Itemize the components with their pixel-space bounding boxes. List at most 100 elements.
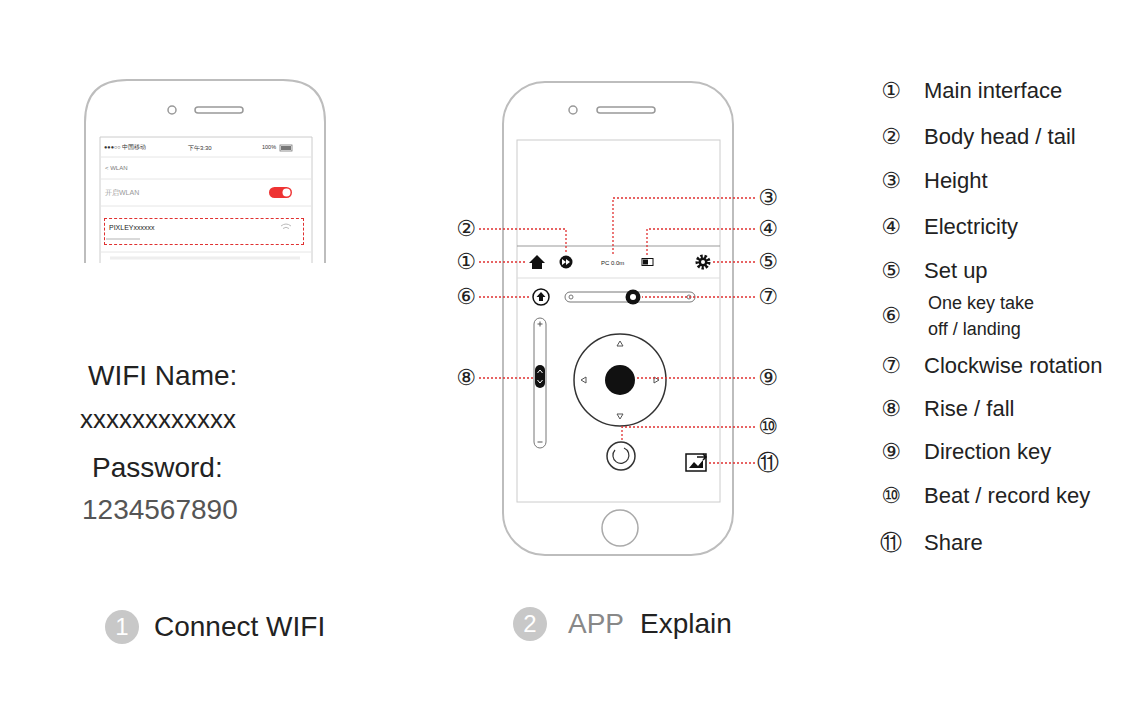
callout-number: ⑪ — [880, 532, 902, 554]
share-arrow — [697, 454, 706, 460]
divider-line — [101, 252, 311, 253]
rise-fall-knob — [535, 365, 545, 388]
leader-line — [709, 462, 755, 463]
wifi-value: xxxxxxxxxxxx — [80, 406, 236, 432]
callout-number: ⑥ — [456, 286, 476, 308]
step-number: 1 — [115, 615, 128, 639]
callout-number: ④ — [881, 216, 901, 238]
height-readout: PC 0.0m — [601, 260, 624, 266]
direction-knob — [605, 365, 635, 395]
leader-line — [622, 427, 755, 440]
takeoff-button — [533, 289, 549, 305]
status-text: 下午3:30 — [188, 145, 212, 151]
camera — [168, 106, 176, 114]
legend-text: Height — [924, 170, 988, 192]
network-name: PIXLEYxxxxxx — [109, 224, 299, 232]
legend-text: Rise / fall — [924, 398, 1014, 420]
wifi-value: 1234567890 — [82, 496, 238, 524]
legend-text: Share — [924, 532, 983, 554]
wifi-label: WIFI Name: — [88, 362, 237, 390]
divider-line — [101, 206, 311, 207]
battery-icon — [280, 145, 292, 151]
divider-line — [101, 179, 311, 180]
callout-number: ⑥ — [881, 305, 901, 327]
callout-number: ① — [881, 80, 901, 102]
takeoff-arrow — [537, 292, 546, 301]
legend-text: Beat / record key — [924, 485, 1090, 507]
share-picture — [689, 460, 703, 468]
speaker — [195, 107, 243, 113]
phone-body — [503, 82, 733, 555]
step-title: Explain — [640, 610, 732, 638]
knob-hole — [630, 294, 636, 300]
callout-number: ⑪ — [757, 452, 779, 474]
wifi-phone — [85, 80, 325, 263]
record-arc — [613, 448, 629, 463]
leader-line — [479, 377, 533, 378]
slider-end — [569, 295, 573, 299]
direction-arrows — [581, 341, 659, 419]
leader-line — [479, 296, 531, 297]
head-tail-icon — [560, 256, 573, 269]
wifi-label: Password: — [92, 454, 223, 482]
setting-text: 开启WLAN — [105, 189, 139, 196]
faded-row — [110, 257, 300, 260]
callout-number: ⑨ — [758, 367, 778, 389]
toggle-switch — [269, 187, 292, 198]
callout-number: ⑦ — [881, 355, 901, 377]
callout-number: ② — [456, 218, 476, 240]
callout-number: ④ — [758, 218, 778, 240]
toolbar-line — [517, 246, 720, 247]
status-text: 100% — [262, 145, 276, 151]
head-tail-arrows — [562, 259, 570, 265]
leader-line — [479, 261, 527, 262]
callout-number: ③ — [758, 187, 778, 209]
toggle-knob — [283, 189, 291, 197]
leader-line — [647, 229, 755, 256]
callout-number: ③ — [881, 170, 901, 192]
callout-number: ⑤ — [881, 260, 901, 282]
rotation-knob — [626, 290, 641, 305]
legend-text: Clockwise rotation — [924, 355, 1103, 377]
callout-number: ⑧ — [456, 367, 476, 389]
legend-text: Electricity — [924, 216, 1018, 238]
legend-text: Body head / tail — [924, 126, 1076, 148]
phone-screen — [100, 137, 312, 263]
toolbar-line — [517, 278, 720, 279]
camera — [569, 106, 577, 114]
legend-text: Main interface — [924, 80, 1062, 102]
speaker — [597, 107, 655, 113]
highlight-box: PIXLEYxxxxxx — [104, 218, 304, 245]
rise-fall-slider — [534, 318, 546, 448]
gear-teeth — [698, 257, 709, 268]
sub-text-bar — [106, 238, 140, 240]
home-icon — [529, 255, 545, 269]
step-title: APP — [568, 610, 624, 638]
callout-number: ① — [456, 251, 476, 273]
home-button — [602, 510, 638, 546]
leader-line — [479, 229, 566, 253]
gear-hole — [701, 260, 705, 264]
direction-pad — [574, 334, 666, 426]
leader-line — [712, 261, 755, 262]
legend-text: Set up — [924, 260, 988, 282]
gear-icon — [699, 258, 708, 267]
callout-number: ⑦ — [758, 286, 778, 308]
battery-icon — [642, 259, 653, 266]
share-icon — [686, 454, 706, 471]
wifi-icon — [281, 224, 291, 229]
battery-fill — [643, 260, 648, 265]
app-phone — [503, 82, 733, 555]
leader-line — [613, 198, 755, 255]
phone-body — [85, 80, 325, 263]
step-title: Connect WIFI — [154, 613, 325, 641]
leader-line — [636, 377, 755, 378]
callout-number: ⑧ — [881, 398, 901, 420]
record-button — [607, 442, 635, 470]
step-badge — [105, 610, 139, 644]
battery-fill — [281, 146, 291, 150]
legend-text: One key take off / landing — [928, 290, 1050, 342]
callout-number: ⑤ — [758, 251, 778, 273]
callout-number: ⑨ — [881, 441, 901, 463]
